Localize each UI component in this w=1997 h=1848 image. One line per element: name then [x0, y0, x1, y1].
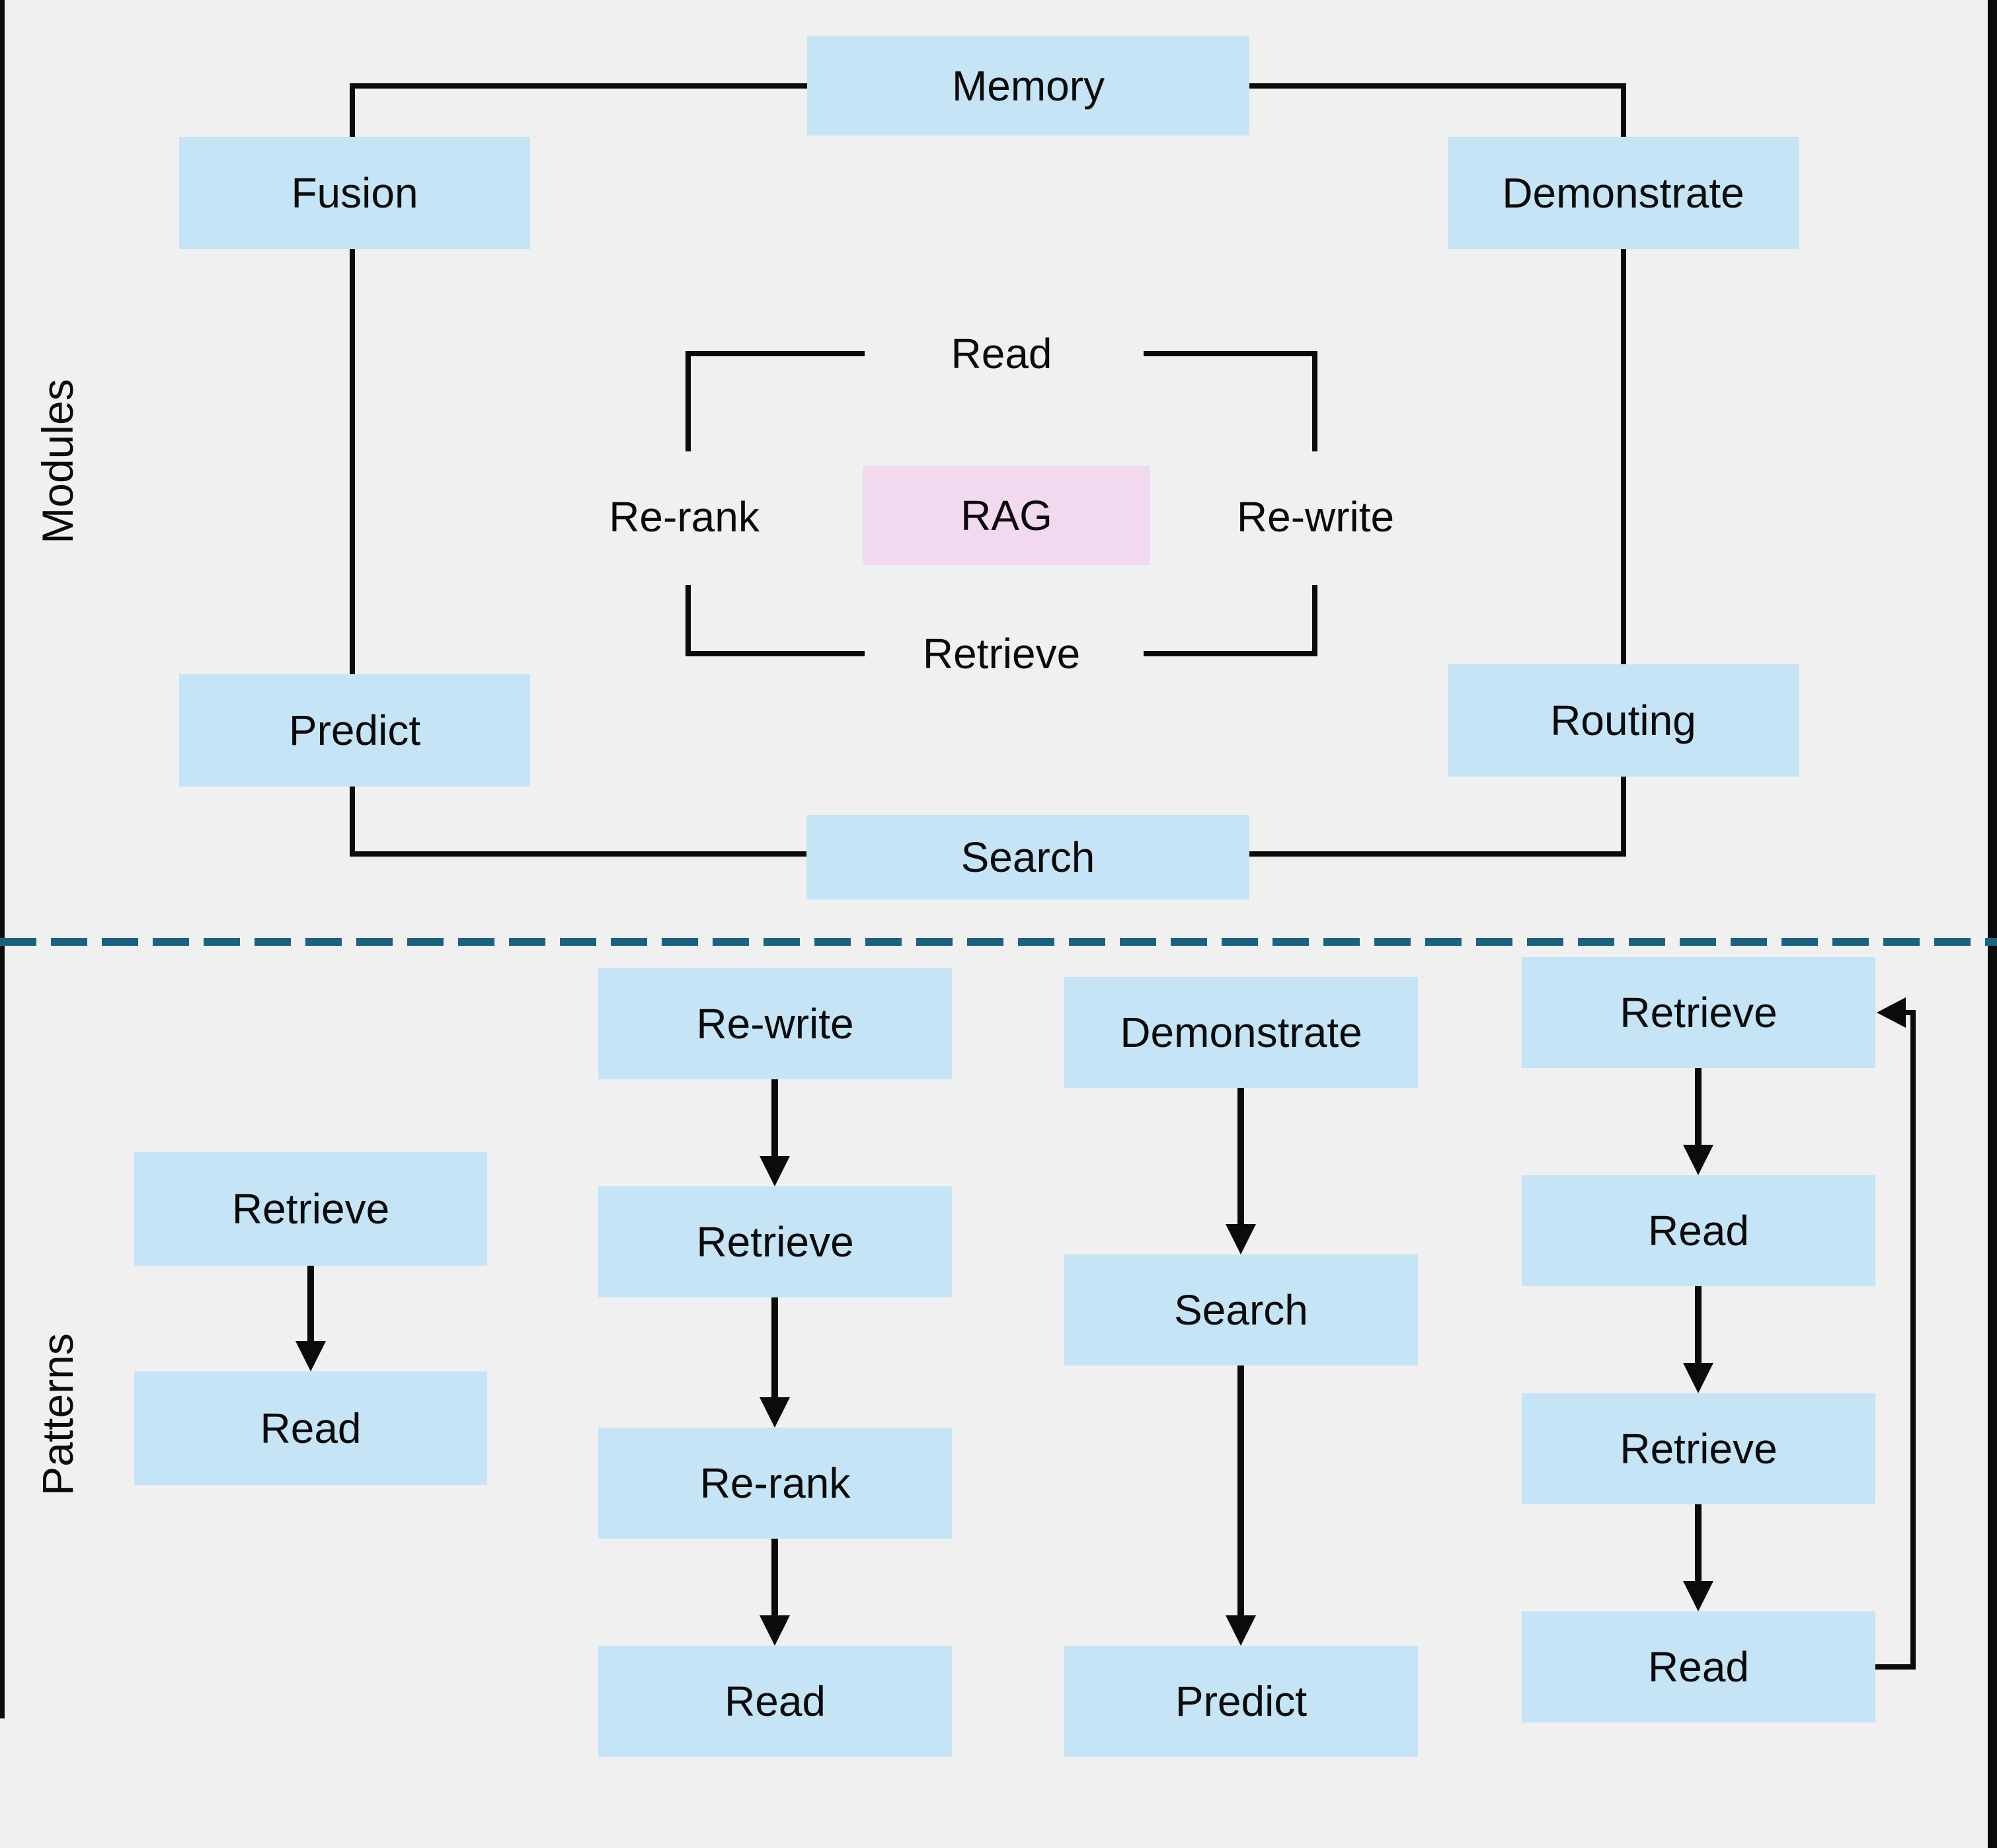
pattern2-box-rewrite: Re-write: [598, 968, 952, 1079]
bracket-bottom-right-h: [1144, 651, 1317, 656]
pattern1-label-read: Read: [260, 1405, 362, 1452]
pattern3-box-predict: Predict: [1064, 1646, 1418, 1757]
module-box-demonstrate: Demonstrate: [1448, 137, 1799, 249]
pattern2-arrowhead1-down-icon: [760, 1156, 790, 1186]
module-label-fusion: Fusion: [291, 169, 418, 217]
module-label-memory: Memory: [951, 61, 1105, 110]
module-label-demonstrate: Demonstrate: [1502, 169, 1744, 217]
pattern2-arrow3-shaft: [771, 1539, 778, 1616]
patterns-section-label: Patterns: [33, 1333, 82, 1496]
rag-retrieve-label: Retrieve: [922, 630, 1081, 677]
bracket-top-left-v: [685, 351, 691, 451]
module-label-search: Search: [960, 833, 1095, 881]
pattern1-arrow-shaft: [307, 1266, 314, 1342]
pattern2-arrow2-shaft: [771, 1297, 778, 1398]
pattern4-box-read1: Read: [1522, 1175, 1875, 1286]
pattern4-arrowhead2-down-icon: [1683, 1363, 1713, 1393]
pattern1-box-retrieve: Retrieve: [134, 1152, 487, 1266]
connector-demonstrate-routing-v: [1621, 249, 1626, 664]
pattern1-arrowhead-down-icon: [295, 1341, 326, 1371]
pattern1-box-read: Read: [134, 1371, 487, 1485]
module-box-routing: Routing: [1448, 664, 1799, 777]
pattern3-label-search: Search: [1174, 1286, 1308, 1334]
bracket-bottom-right-v: [1312, 585, 1317, 656]
pattern3-label-predict: Predict: [1175, 1677, 1308, 1725]
rag-label: RAG: [960, 492, 1052, 539]
pattern4-arrowhead3-down-icon: [1683, 1581, 1713, 1611]
pattern4-label-read1: Read: [1648, 1207, 1749, 1254]
connector-fusion-memory-h: [350, 83, 807, 89]
pattern3-arrowhead2-down-icon: [1226, 1615, 1256, 1646]
modules-section-label: Modules: [33, 379, 82, 544]
connector-memory-demonstrate-h: [1249, 83, 1626, 89]
pattern2-arrowhead2-down-icon: [760, 1397, 790, 1428]
pattern4-label-read2: Read: [1648, 1643, 1749, 1691]
pattern4-label-retrieve2: Retrieve: [1620, 1425, 1778, 1473]
pattern3-box-search: Search: [1064, 1254, 1418, 1366]
pattern2-label-retrieve: Retrieve: [696, 1218, 854, 1266]
module-box-search: Search: [806, 815, 1249, 900]
pattern4-arrow2-shaft: [1695, 1286, 1702, 1364]
pattern3-arrow2-shaft: [1237, 1366, 1244, 1616]
pattern3-arrowhead1-down-icon: [1226, 1224, 1256, 1254]
connector-predict-search-v: [350, 787, 355, 857]
connector-routing-search-v: [1621, 777, 1626, 857]
section-divider-dashed-line: [0, 938, 1997, 946]
pattern2-arrowhead3-down-icon: [760, 1615, 790, 1646]
pattern4-box-retrieve1: Retrieve: [1522, 957, 1875, 1068]
pattern2-arrow1-shaft: [771, 1079, 778, 1157]
module-box-fusion: Fusion: [179, 137, 530, 249]
module-box-memory: Memory: [807, 36, 1249, 135]
pattern3-arrow1-shaft: [1237, 1088, 1244, 1225]
pattern1-label-retrieve: Retrieve: [231, 1185, 390, 1233]
pattern3-box-demonstrate: Demonstrate: [1064, 977, 1418, 1088]
pattern4-arrow3-shaft: [1695, 1504, 1702, 1582]
pattern4-loop-exit-h: [1875, 1664, 1916, 1670]
pattern4-loop-top-h: [1903, 1010, 1916, 1015]
pattern4-box-read2: Read: [1522, 1611, 1875, 1722]
pattern4-box-retrieve2: Retrieve: [1522, 1393, 1875, 1504]
rag-rewrite-label: Re-write: [1236, 493, 1395, 541]
connector-routing-search-h: [1249, 851, 1626, 857]
module-label-routing: Routing: [1550, 697, 1696, 744]
bracket-bottom-left-v: [685, 585, 691, 656]
pattern3-label-demonstrate: Demonstrate: [1120, 1009, 1362, 1056]
pattern2-label-rewrite: Re-write: [696, 1000, 854, 1048]
bracket-bottom-left-h: [685, 651, 865, 656]
pattern2-label-read: Read: [724, 1677, 826, 1725]
left-border: [0, 0, 5, 1718]
connector-predict-search-h: [350, 851, 806, 857]
bracket-top-right-h: [1144, 351, 1317, 356]
connector-fusion-memory-v: [350, 83, 355, 137]
right-border: [1988, 0, 1997, 1848]
rag-read-label: Read: [951, 330, 1052, 377]
pattern2-box-retrieve: Retrieve: [598, 1186, 952, 1297]
pattern2-box-read: Read: [598, 1646, 952, 1757]
rag-rerank-label: Re-rank: [609, 493, 760, 541]
pattern4-loop-v: [1910, 1010, 1916, 1670]
connector-memory-demonstrate-v: [1621, 83, 1626, 137]
module-label-predict: Predict: [288, 707, 421, 754]
module-box-predict: Predict: [179, 674, 530, 787]
bracket-top-right-v: [1312, 351, 1317, 451]
pattern4-arrow1-shaft: [1695, 1068, 1702, 1145]
pattern4-arrowhead1-down-icon: [1683, 1145, 1713, 1175]
pattern2-label-rerank: Re-rank: [699, 1459, 851, 1507]
connector-fusion-predict-v: [350, 249, 355, 674]
pattern4-label-retrieve1: Retrieve: [1620, 989, 1778, 1036]
bracket-top-left-h: [685, 351, 865, 356]
pattern2-box-rerank: Re-rank: [598, 1428, 952, 1539]
pattern4-loop-arrowhead-left-icon: [1877, 997, 1906, 1028]
rag-box: RAG: [863, 466, 1150, 565]
